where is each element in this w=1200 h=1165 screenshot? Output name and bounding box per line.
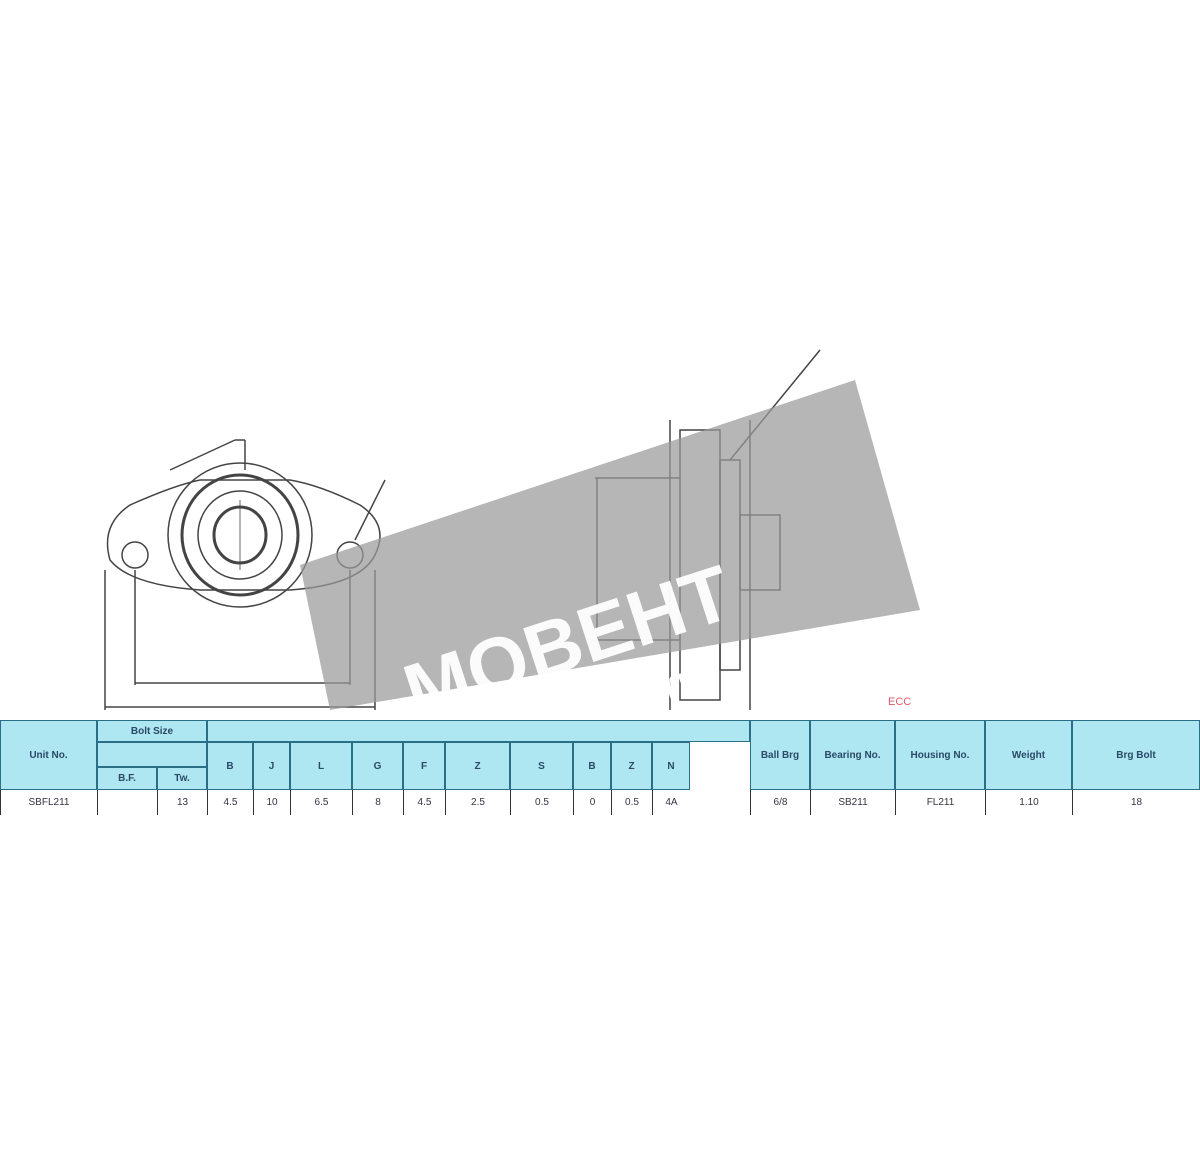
cell-dim: 0.5	[510, 790, 573, 815]
header-dim: Z	[445, 742, 510, 790]
header-unit-no: Unit No.	[0, 720, 97, 790]
cell-housing-no: FL211	[895, 790, 985, 815]
cell-dim: 0.5	[611, 790, 652, 815]
cell-bearing-size: 6/8	[750, 790, 810, 815]
cell-dim: 6.5	[290, 790, 352, 815]
cell-unit-no: SBFL211	[0, 790, 97, 815]
header-last: Brg Bolt	[1072, 720, 1200, 790]
cell-dim: 0	[573, 790, 611, 815]
cell-dim: 4A	[652, 790, 690, 815]
header-bearing-size: Ball Brg	[750, 720, 810, 790]
header-dimensions	[207, 720, 750, 742]
header-bearing-no: Bearing No.	[810, 720, 895, 790]
header-housing-no: Housing No.	[895, 720, 985, 790]
cell-bolt-bf	[97, 790, 157, 815]
header-dim: L	[290, 742, 352, 790]
header-dim: B	[573, 742, 611, 790]
drawing-label: ECC	[888, 696, 912, 708]
cell-last: 18	[1072, 790, 1200, 815]
header-dim: Z	[611, 742, 652, 790]
bearing-technical-drawing: MOBEHT movente.ru	[104, 349, 920, 720]
header-bolt-tw: Tw.	[157, 767, 207, 790]
cell-dim: 2.5	[445, 790, 510, 815]
cell-bolt-tw: 13	[157, 790, 207, 815]
cell-weight: 1.10	[985, 790, 1072, 815]
cell-bearing-no: SB211	[810, 790, 895, 815]
header-dim: N	[652, 742, 690, 790]
cell-dim: 10	[253, 790, 290, 815]
cell-dim: 4.5	[403, 790, 445, 815]
header-dim: J	[253, 742, 290, 790]
header-dim: F	[403, 742, 445, 790]
header-dim: G	[352, 742, 403, 790]
header-bolt-size: Bolt Size	[97, 720, 207, 742]
header-weight: Weight	[985, 720, 1072, 790]
header-dim: B	[207, 742, 253, 790]
header-dim: S	[510, 742, 573, 790]
cell-dim: 4.5	[207, 790, 253, 815]
cell-dim: 8	[352, 790, 403, 815]
watermark: MOBEHT movente.ru	[300, 380, 920, 720]
header-bolt-mid	[97, 742, 207, 767]
header-bolt-bf: B.F.	[97, 767, 157, 790]
